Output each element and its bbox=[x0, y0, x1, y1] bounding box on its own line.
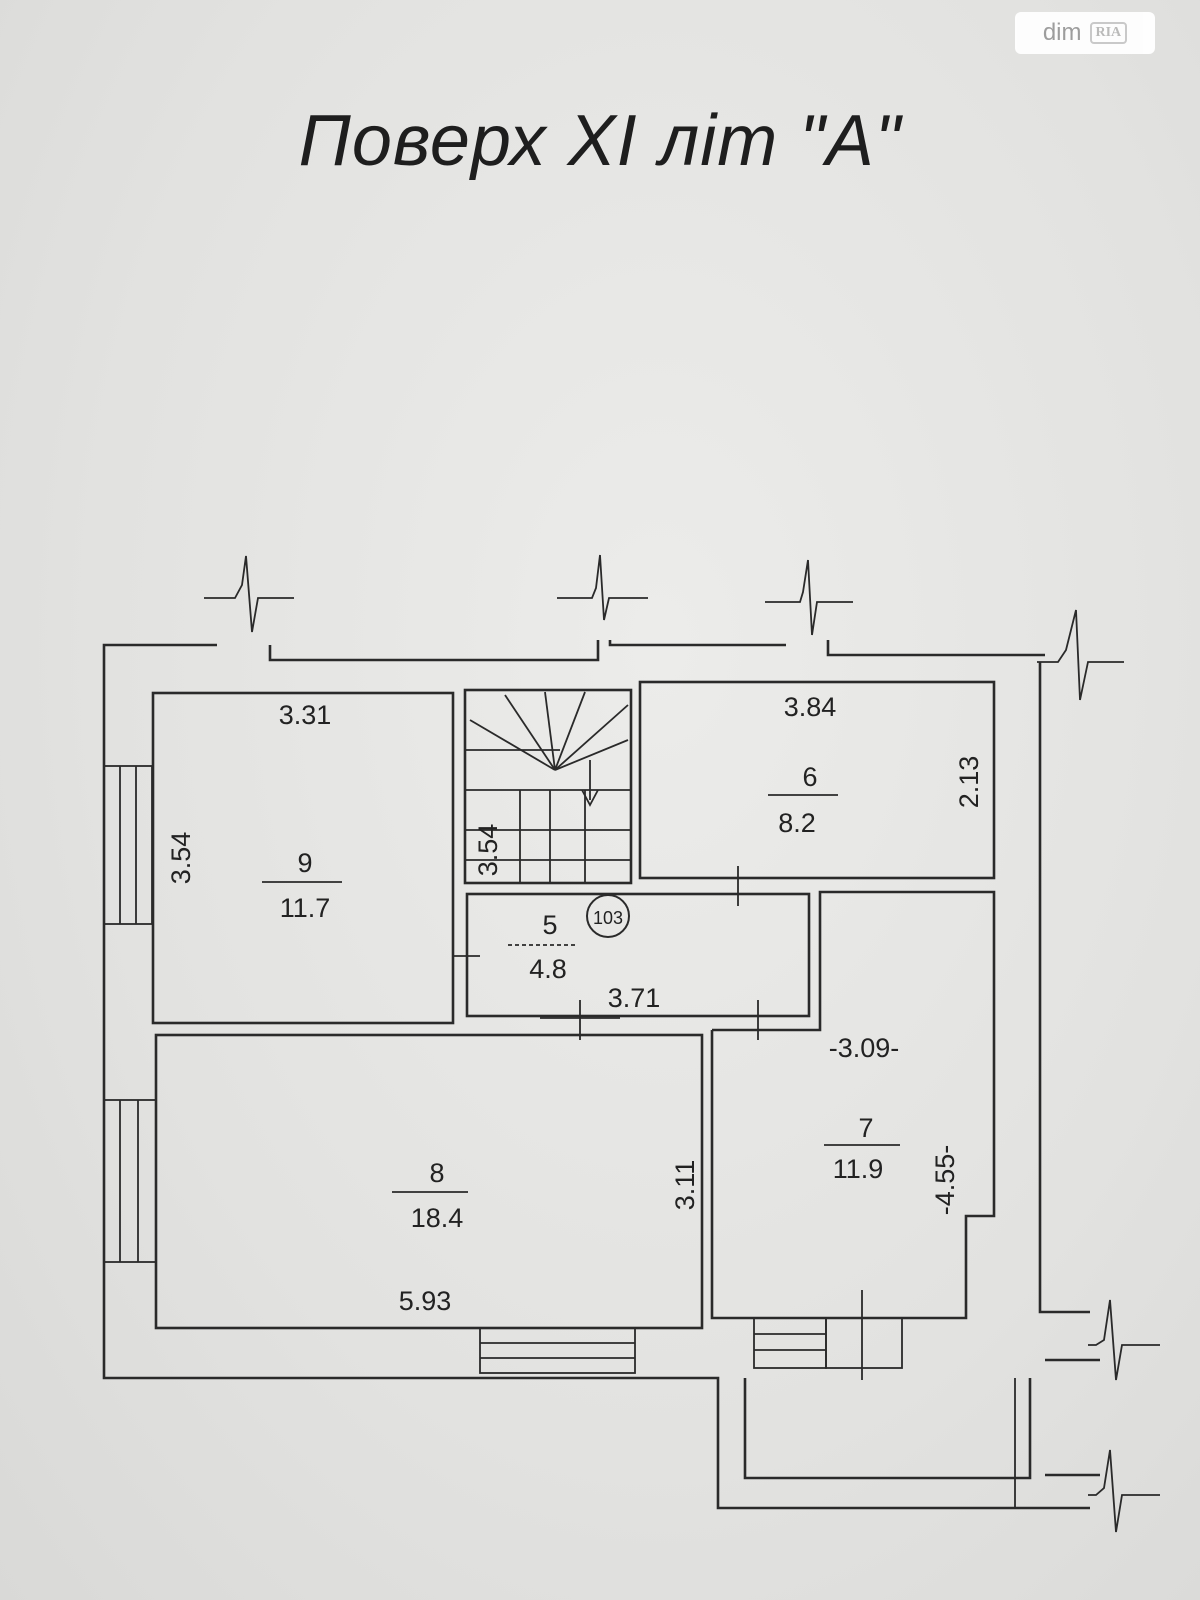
room-8-width: 5.93 bbox=[399, 1286, 452, 1316]
room-7-depth: -4.55- bbox=[930, 1145, 960, 1216]
ria-logo: RIA bbox=[1089, 22, 1128, 44]
room-9-depth: 3.54 bbox=[166, 832, 196, 885]
staircase bbox=[463, 688, 633, 885]
apartment-number-badge: 103 bbox=[593, 908, 623, 928]
room-5-width: 3.71 bbox=[608, 983, 661, 1013]
room-8-number: 8 bbox=[429, 1158, 444, 1188]
window-left-lower bbox=[103, 1099, 157, 1263]
window-bottom-room-8 bbox=[479, 1327, 636, 1374]
room-8-depth: 3.11 bbox=[670, 1160, 700, 1211]
room-5-number: 5 bbox=[542, 910, 557, 940]
room-9: 3.31 3.54 9 11.7 bbox=[151, 691, 455, 1025]
room-7: -3.09- 7 11.9 -4.55- bbox=[710, 890, 996, 1380]
room-8: 8 18.4 5.93 3.11 bbox=[154, 1033, 704, 1330]
watermark-text: dim bbox=[1042, 19, 1082, 46]
break-marks bbox=[204, 554, 1160, 1533]
outer-walls bbox=[102, 640, 1100, 1510]
plan-title: Поверх XI літ "А" bbox=[298, 101, 902, 181]
room-5-area: 4.8 bbox=[529, 954, 567, 984]
room-6: 3.84 2.13 6 8.2 bbox=[638, 680, 996, 906]
room-6-width: 3.84 bbox=[784, 692, 837, 722]
room-5: 3.54 5 4.8 3.71 103 bbox=[452, 824, 811, 1040]
room-6-depth: 2.13 bbox=[954, 756, 984, 809]
room-8-area: 18.4 bbox=[411, 1203, 464, 1233]
room-6-number: 6 bbox=[802, 762, 817, 792]
room-6-area: 8.2 bbox=[778, 808, 816, 838]
dim-ria-watermark[interactable]: dim RIA bbox=[1015, 12, 1155, 54]
room-7-number: 7 bbox=[858, 1113, 873, 1143]
room-9-area: 11.7 bbox=[280, 893, 331, 923]
room-9-number: 9 bbox=[297, 848, 312, 878]
window-left-upper bbox=[103, 765, 153, 925]
window-bottom-room-7 bbox=[753, 1317, 903, 1369]
room-9-width: 3.31 bbox=[279, 700, 332, 730]
room-7-area: 11.9 bbox=[833, 1154, 884, 1184]
room-7-width: -3.09- bbox=[829, 1033, 900, 1063]
room-5-depth: 3.54 bbox=[473, 824, 503, 877]
